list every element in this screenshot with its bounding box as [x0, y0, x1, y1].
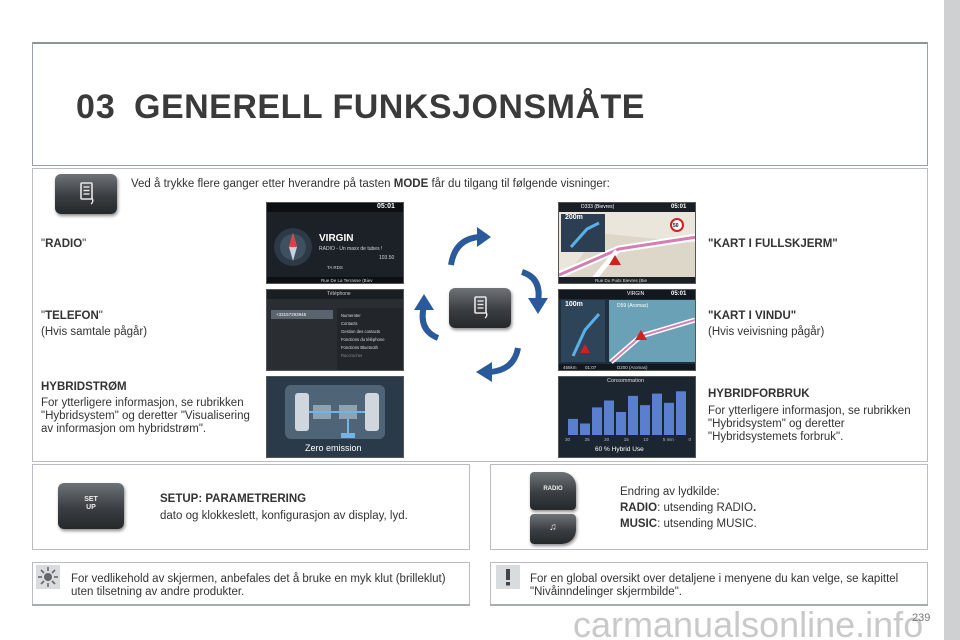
overview-note-text: For en global oversikt over detaljene i … — [530, 573, 899, 598]
radio-screen-street: Rue De La Terrasse (Biev — [321, 278, 373, 283]
radio-mode-label: "RADIO" — [41, 238, 87, 250]
kart-vindu-label: "KART I VINDU" — [708, 310, 797, 322]
map-full-speed: 50 — [673, 223, 679, 229]
radio-key-label: RADIO — [543, 486, 563, 492]
phone-menu-item: Gestion des contacts — [341, 329, 381, 334]
consumption-tick: 10 — [643, 437, 649, 442]
map-window-road: D59 (Aromas) — [617, 303, 649, 309]
hybridstrom-text: For ytterligere informasjon, se rubrikke… — [41, 397, 250, 435]
consumption-bar — [592, 407, 602, 435]
consumption-tick: 5 min — [662, 437, 674, 442]
hybridstrom-label: HYBRIDSTRØM — [41, 381, 127, 393]
telefon-mode-note: (Hvis samtale pågår) — [41, 326, 148, 338]
consumption-bar — [640, 405, 650, 435]
map-window-distance: 100m — [565, 301, 583, 308]
map-window-km: 455km — [563, 365, 577, 370]
consumption-bar — [664, 402, 674, 435]
radio-screen-ta: TA RDS — [327, 265, 343, 270]
maintenance-note-rule — [32, 604, 470, 606]
phone-menu-item: Numeroter — [341, 313, 361, 318]
telefon-mode-label: "TELEFON" — [41, 310, 103, 322]
intro-text: Ved å trykke flere ganger etter hverandr… — [131, 178, 610, 190]
consumption-ticks: 30 25 20 15 10 5 min 0 — [565, 437, 691, 442]
radio-screen: 05:01 VIRGIN RADIO - Un maxx de tubes ! … — [266, 202, 404, 284]
mode-key-center-icon — [449, 288, 511, 328]
mode-key-icon — [55, 174, 117, 214]
hybridforbruk-text: For ytterligere informasjon, se rubrikke… — [708, 405, 911, 443]
consumption-tick: 0 — [688, 437, 691, 442]
consumption-tick: 20 — [604, 437, 610, 442]
energy-flow-screen: Zero emission — [266, 376, 404, 458]
page-number: 239 — [912, 612, 931, 624]
header-top-rule — [32, 42, 928, 44]
consumption-bar — [652, 393, 662, 435]
consumption-title: Consommation — [607, 378, 644, 384]
watermark: carmanualsonline.info — [573, 604, 924, 640]
map-full-distance: 200m — [565, 214, 583, 221]
map-window-screen: VIRGIN 05:01 100m D59 (Aromas) 455km 01:… — [558, 289, 696, 371]
consumption-tick: 25 — [584, 437, 590, 442]
setup-key-top: SET — [84, 496, 98, 503]
kart-fullskjerm-label: "KART I FULLSKJERM" — [708, 238, 838, 250]
map-window-road2: D200 (Aromas) — [617, 365, 648, 370]
radio-key-icon: RADIO — [530, 472, 576, 510]
consumption-bar-chart — [568, 391, 686, 435]
map-full-road: D333 (Bievres) — [581, 204, 615, 210]
map-full-footer: Rue Du Puits Bievres (Bie — [595, 278, 648, 283]
phone-menu-item: Fonctions Bluetooth — [341, 345, 379, 350]
map-full-time: 05:01 — [671, 204, 687, 210]
consumption-bar — [676, 391, 686, 435]
map-window-time: 05:01 — [671, 291, 687, 297]
setup-text: dato og klokkeslett, konfigurasjon av di… — [160, 510, 408, 522]
maintenance-note-text: For vedlikehold av skjermen, anbefales d… — [71, 573, 446, 598]
map-full-screen: D333 (Bievres) 05:01 200m 50 Rue Du Puit… — [558, 202, 696, 284]
consumption-bar — [580, 423, 590, 435]
source-radio-line: RADIO: utsending RADIO. — [620, 502, 757, 514]
setup-key-icon: SET UP — [58, 483, 124, 529]
cycle-arrow-right-icon — [520, 269, 548, 314]
overview-note-rule — [490, 604, 928, 606]
music-note-icon: ♫ — [549, 522, 557, 533]
map-window-station: VIRGIN — [627, 291, 645, 297]
consumption-tick: 15 — [623, 437, 629, 442]
warning-icon — [496, 565, 520, 589]
chapter-title: GENERELL FUNKSJONSMÅTE — [134, 88, 645, 126]
radio-screen-freq: 103.50 — [379, 255, 395, 261]
chapter-header — [32, 42, 928, 166]
page-edge-strip — [944, 0, 960, 640]
source-music-line: MUSIC: utsending MUSIC. — [620, 518, 757, 530]
music-key-icon: ♫ — [530, 514, 576, 544]
sun-tip-icon — [36, 565, 60, 589]
hybridforbruk-label: HYBRIDFORBRUK — [708, 388, 810, 400]
modes-panel — [32, 168, 928, 462]
kart-vindu-note: (Hvis veivisning pågår) — [708, 326, 825, 338]
radio-screen-rds: RADIO - Un maxx de tubes ! — [319, 246, 383, 252]
consumption-bar — [616, 412, 626, 435]
consumption-bar — [628, 395, 638, 435]
phone-menu-item: Fonctions du téléphone — [341, 337, 385, 342]
cycle-arrow-bottom-icon — [476, 347, 521, 382]
phone-menu-item: Contacts — [341, 321, 358, 326]
consumption-caption: 60 % Hybrid Use — [595, 446, 644, 453]
source-intro: Endring av lydkilde: — [620, 486, 720, 498]
radio-screen-time: 05:01 — [377, 203, 395, 210]
overview-note-box — [490, 562, 928, 606]
radio-screen-station: VIRGIN — [319, 233, 354, 244]
consumption-bar — [568, 418, 578, 435]
consumption-screen: Consommation 30 25 20 15 10 5 min 0 60 % Hybri… — [558, 376, 696, 458]
phone-screen-title: Téléphone — [327, 291, 351, 297]
chapter-number: 03 — [76, 88, 116, 126]
phone-screen-number: +33157293945 — [276, 312, 307, 317]
cycle-arrow-left-icon — [414, 294, 440, 341]
map-window-eta: 01:07 — [585, 365, 597, 370]
setup-title: SETUP: PARAMETRERING — [160, 493, 307, 505]
cycle-arrow-top-icon — [448, 227, 491, 266]
energy-screen-caption: Zero emission — [305, 443, 362, 453]
consumption-bar — [604, 400, 614, 435]
consumption-tick: 30 — [565, 437, 571, 442]
phone-menu-item: Raccrocher — [341, 353, 363, 358]
setup-key-bottom: UP — [86, 504, 96, 511]
